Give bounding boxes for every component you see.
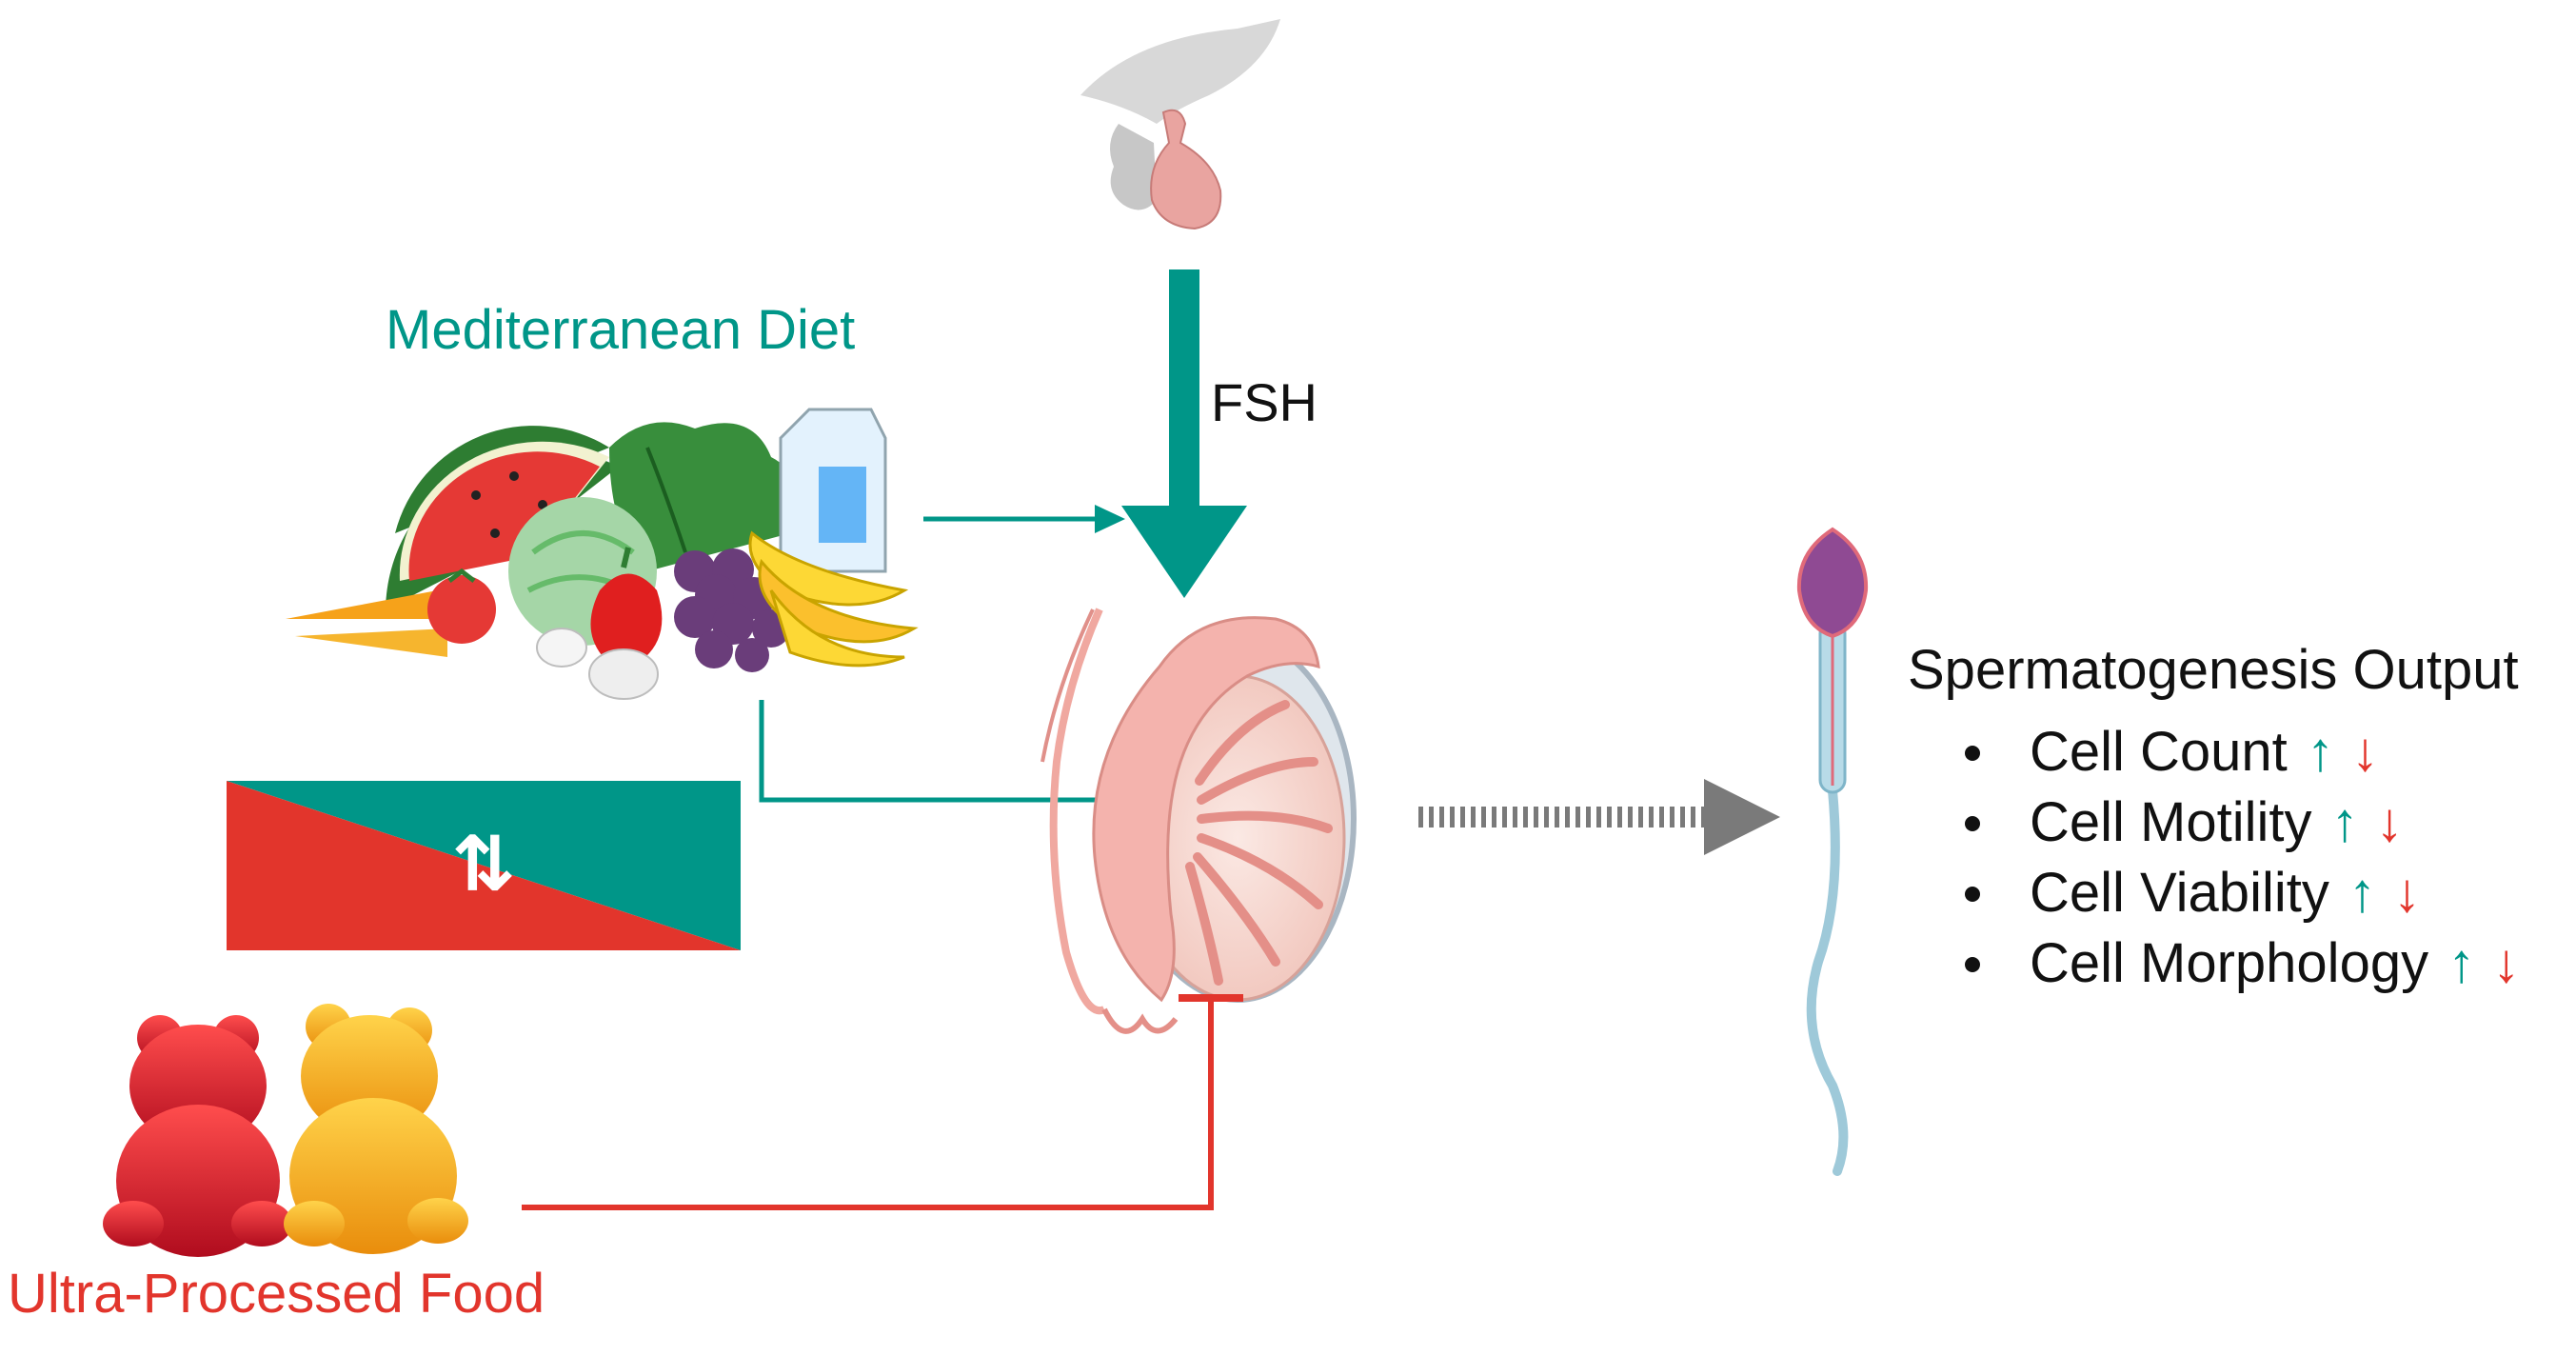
- balance-block: ⇅: [227, 781, 741, 950]
- output-title: Spermatogenesis Output: [1908, 639, 2519, 701]
- output-item: Cell Morphology ↑ ↓: [1965, 928, 2520, 999]
- spermatogenesis-output: Spermatogenesis Output Cell Count ↑ ↓ Cell…: [1908, 636, 2520, 999]
- diet-to-fsh-arrow: [923, 505, 1125, 533]
- output-item-label: Cell Count: [2030, 720, 2288, 783]
- output-arrow: [1418, 779, 1780, 855]
- mediterranean-diet-label: Mediterranean Diet: [386, 299, 856, 361]
- fsh-label: FSH: [1211, 372, 1318, 432]
- sperm-cell-icon: [1796, 527, 1869, 1176]
- decrease-arrow-icon: ↓: [2350, 720, 2379, 783]
- upf-inhibition-line: [522, 994, 1243, 1210]
- output-item-label: Cell Morphology: [2030, 931, 2429, 994]
- decrease-arrow-icon: ↓: [2492, 931, 2521, 994]
- balance-arrows-icon: ⇅: [451, 820, 515, 908]
- output-item: Cell Count ↑ ↓: [1965, 717, 2520, 788]
- fsh-arrow: [1121, 269, 1247, 598]
- decrease-arrow-icon: ↓: [2392, 861, 2421, 924]
- output-item: Cell Viability ↑ ↓: [1965, 858, 2520, 928]
- output-item: Cell Motility ↑ ↓: [1965, 788, 2520, 858]
- pituitary-gland-icon: [1080, 19, 1280, 230]
- ultra-processed-food-label: Ultra-Processed Food: [8, 1263, 545, 1325]
- gummy-bears-icon: [103, 1004, 468, 1257]
- testis-icon: [1040, 608, 1357, 1034]
- decrease-arrow-icon: ↓: [2375, 790, 2404, 853]
- fruits-vegetables-icon: [286, 408, 919, 700]
- increase-arrow-icon: ↑: [2330, 790, 2359, 853]
- output-item-label: Cell Viability: [2030, 861, 2329, 924]
- output-item-label: Cell Motility: [2030, 790, 2312, 853]
- increase-arrow-icon: ↑: [2447, 931, 2476, 994]
- increase-arrow-icon: ↑: [2348, 861, 2376, 924]
- output-list: Cell Count ↑ ↓ Cell Motility ↑ ↓ Cell Viabil…: [1908, 717, 2520, 999]
- increase-arrow-icon: ↑: [2306, 720, 2334, 783]
